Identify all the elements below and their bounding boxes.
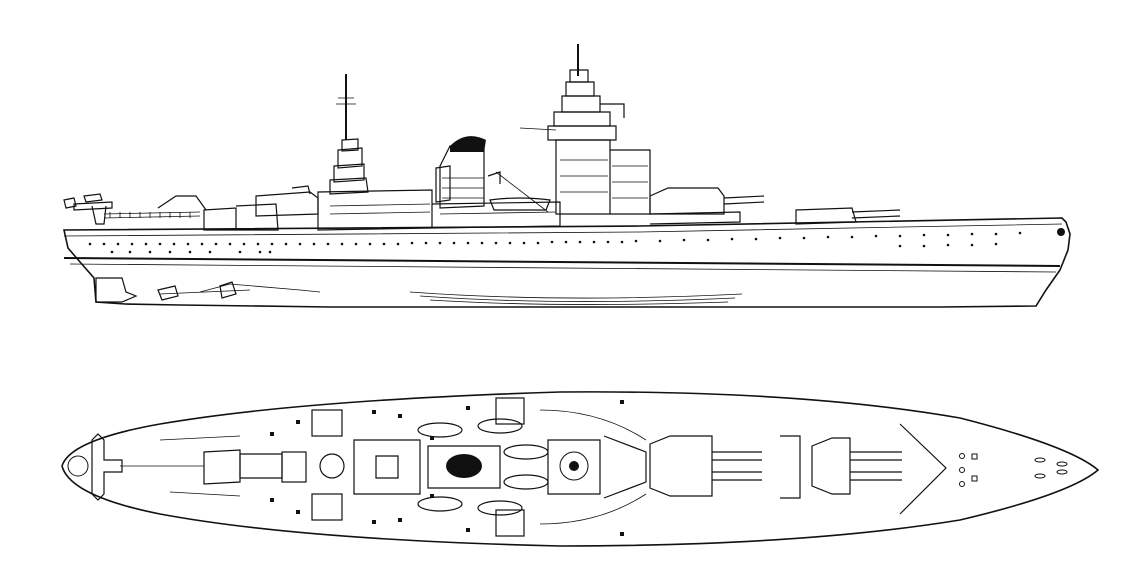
- portholes-upper: [88, 231, 1022, 246]
- forward-turrets: [649, 187, 901, 225]
- profile-view: [63, 44, 1071, 308]
- aft-superstructure: [235, 74, 433, 231]
- profile-waterline: [63, 257, 1061, 267]
- plan-view: [61, 391, 1100, 547]
- stern-catapult: [63, 193, 237, 231]
- midships: [431, 171, 561, 229]
- portholes-lower: [110, 242, 998, 254]
- forward-tower: [519, 44, 651, 215]
- funnel: [435, 136, 486, 209]
